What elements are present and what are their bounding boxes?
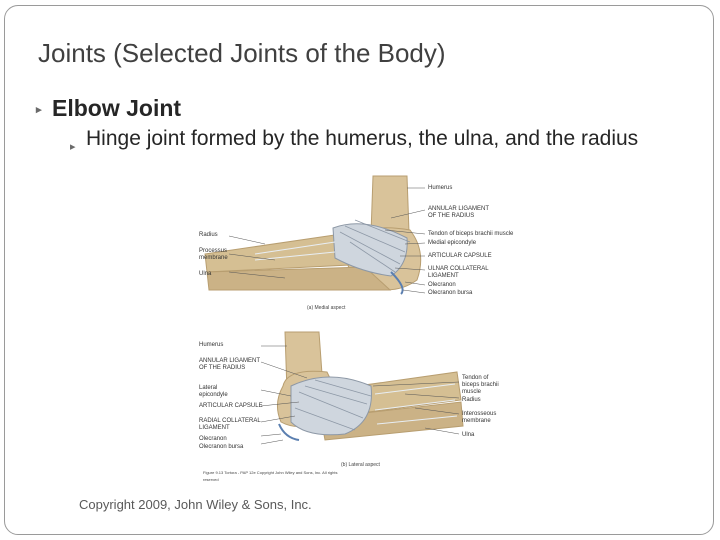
elbow-illustration — [204, 175, 464, 445]
label-tendon-biceps: Tendon of biceps brachii muscle — [428, 231, 514, 237]
label-humerus-medial: Humerus — [428, 185, 453, 191]
label-olecranon: Olecranon — [428, 282, 456, 288]
label-epicondyle: epicondyle — [199, 392, 228, 398]
label-ulna-right: Ulna — [462, 432, 475, 438]
label-ulna-left: Ulna — [199, 271, 212, 277]
label-ulnar-collateral: ULNAR COLLATERAL — [428, 266, 489, 272]
label-articular-capsule-lateral: ARTICULAR CAPSULE — [199, 403, 263, 409]
bullet-level2: ▸ Hinge joint formed by the humerus, the… — [70, 127, 670, 153]
label-radius-right: Radius — [462, 397, 481, 403]
label-radius-left: Radius — [199, 232, 218, 238]
label-membrane: membrane — [199, 255, 228, 261]
bullet-arrow-icon: ▸ — [36, 104, 42, 116]
label-humerus-lateral: Humerus — [199, 342, 224, 348]
label-ligament: LIGAMENT — [428, 273, 459, 279]
caption-lateral-aspect: (b) Lateral aspect — [341, 462, 380, 468]
medial-aspect-drawing — [204, 175, 426, 295]
elbow-joint-figure: Radius Processus membrane Ulna Humerus A… — [195, 172, 525, 484]
label-interosseous: Interosseous — [462, 411, 497, 417]
label-annular-ligament: ANNULAR LIGAMENT — [428, 206, 490, 212]
copyright-notice: Copyright 2009, John Wiley & Sons, Inc. — [79, 497, 312, 512]
label-medial-epicondyle: Medial epicondyle — [428, 240, 477, 246]
label-olecranon-bursa: Olecranon bursa — [428, 290, 473, 296]
label-tendon-of: Tendon of — [462, 375, 489, 381]
bullet-level1: ▸ Elbow Joint — [36, 95, 182, 122]
label-olecranon-bursa-lateral: Olecranon bursa — [199, 444, 244, 450]
slide-title: Joints (Selected Joints of the Body) — [38, 38, 446, 68]
label-membrane-lateral: membrane — [462, 418, 491, 424]
label-biceps-brachii: biceps brachii — [462, 382, 499, 388]
label-of-the-radius: OF THE RADIUS — [428, 213, 475, 219]
lateral-aspect-drawing — [260, 331, 464, 445]
label-articular-capsule: ARTICULAR CAPSULE — [428, 253, 492, 259]
bullet-level2-text: Hinge joint formed by the humerus, the u… — [86, 127, 639, 150]
label-annular-ligament-lateral: ANNULAR LIGAMENT — [199, 358, 261, 364]
label-of-the-radius-lateral: OF THE RADIUS — [199, 365, 246, 371]
label-lateral: Lateral — [199, 385, 218, 391]
label-processus: Processus — [199, 248, 228, 254]
label-ligament-lateral: LIGAMENT — [199, 425, 230, 431]
bullet-level1-text: Elbow Joint — [52, 95, 182, 121]
label-olecranon-lateral: Olecranon — [199, 436, 227, 442]
caption-medial-aspect: (a) Medial aspect — [307, 305, 346, 311]
label-muscle: muscle — [462, 389, 482, 395]
figure-credit: Figure 9.13 Tortora - PAP 12e Copyright … — [203, 470, 338, 482]
label-radial-collateral: RADIAL COLLATERAL — [199, 418, 261, 424]
bullet-arrow-icon: ▸ — [70, 141, 76, 153]
